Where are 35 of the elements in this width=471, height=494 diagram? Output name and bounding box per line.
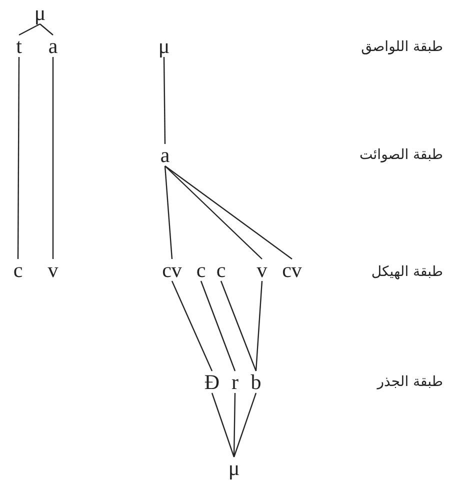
association-line [40,24,54,36]
tier-symbol: μ [157,35,171,57]
association-line [163,57,166,144]
tier-label: طبقة الهيكل [371,264,443,280]
association-line [164,166,262,260]
association-line [220,280,257,372]
tier-symbol: c [12,259,24,281]
association-line [164,166,173,260]
association-line [233,392,257,458]
tier-symbol: Đ [203,371,221,393]
tier-label: طبقة الصوائت [360,147,443,163]
association-line [52,57,54,259]
association-line [211,392,235,458]
tier-symbol: c [215,259,227,281]
association-line [200,280,236,372]
tier-label: طبقة الجذر [377,374,443,390]
tier-symbol: cv [281,259,303,281]
association-line [255,280,263,372]
association-line [171,280,213,372]
association-line [17,57,20,259]
tier-symbol: r [230,371,240,393]
tier-symbol: μ [33,2,47,24]
tier-symbol: b [250,371,262,393]
tier-symbol: c [195,259,207,281]
tier-symbol: a [159,144,171,166]
tier-symbol: v [46,259,60,281]
tier-symbol: μ [227,457,241,479]
tier-label: طبقة اللواصق [361,39,443,55]
tier-symbol: v [256,259,268,281]
tier-symbol: t [15,35,23,57]
association-line [233,392,236,458]
association-line [18,23,40,36]
tier-symbol: cv [161,259,183,281]
association-line [164,166,292,260]
tier-symbol: a [47,35,59,57]
